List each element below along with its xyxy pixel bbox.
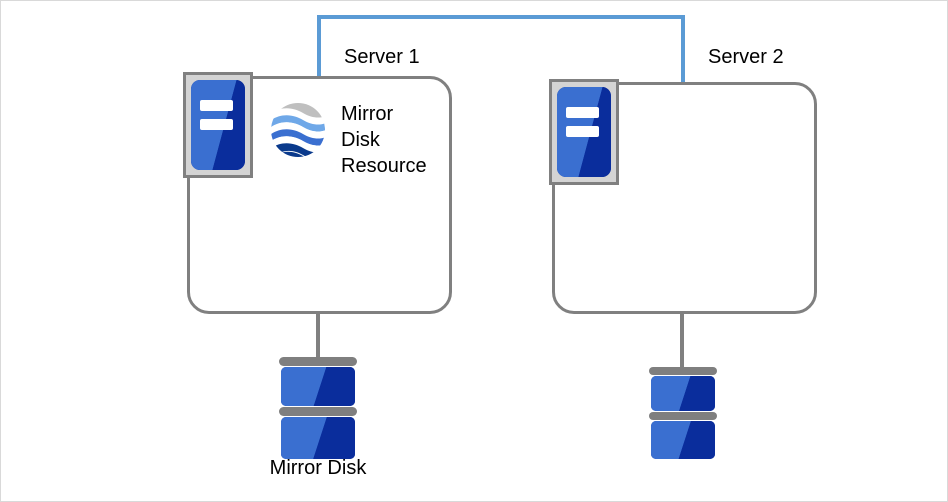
server-2-tower-icon	[549, 79, 619, 185]
server-tower-bar-bottom	[199, 118, 234, 131]
disk-slab-sheen	[651, 376, 715, 411]
server-tower-bar-top	[199, 99, 234, 112]
disk-plate-middle	[649, 412, 717, 420]
disk-plate-middle	[279, 407, 357, 416]
mirror-disk-left-icon	[279, 357, 357, 461]
network-link-right-segment	[681, 15, 685, 84]
disk-slab-lower	[651, 421, 715, 459]
disk-slab-sheen	[651, 421, 715, 459]
disk-plate-top	[279, 357, 357, 366]
mirror-disk-right-icon	[649, 367, 717, 461]
network-link-left-segment	[317, 15, 321, 78]
disk-slab-lower	[281, 417, 355, 459]
disk-slab-upper	[281, 367, 355, 406]
mirror-disk-caption: Mirror Disk	[269, 457, 367, 479]
server-2-disk-cable	[680, 314, 684, 369]
server-1-caption: Server 1	[344, 46, 420, 68]
mirror-disk-resource-label: Mirror Disk Resource	[341, 103, 427, 177]
server-2-enclosure[interactable]	[552, 82, 817, 314]
server-tower-bar-bottom	[565, 125, 600, 138]
server-tower-body	[191, 80, 245, 170]
network-link-top-segment	[317, 15, 685, 19]
disk-slab-sheen	[281, 417, 355, 459]
disk-slab-sheen	[281, 367, 355, 406]
server-1-disk-cable	[316, 314, 320, 359]
server-tower-body	[557, 87, 611, 177]
server-2-caption: Server 2	[708, 46, 784, 68]
server-1-tower-icon	[183, 72, 253, 178]
server-tower-bar-top	[565, 106, 600, 119]
mirror-disk-resource-globe-icon	[269, 101, 327, 159]
disk-plate-top	[649, 367, 717, 375]
disk-slab-upper	[651, 376, 715, 411]
